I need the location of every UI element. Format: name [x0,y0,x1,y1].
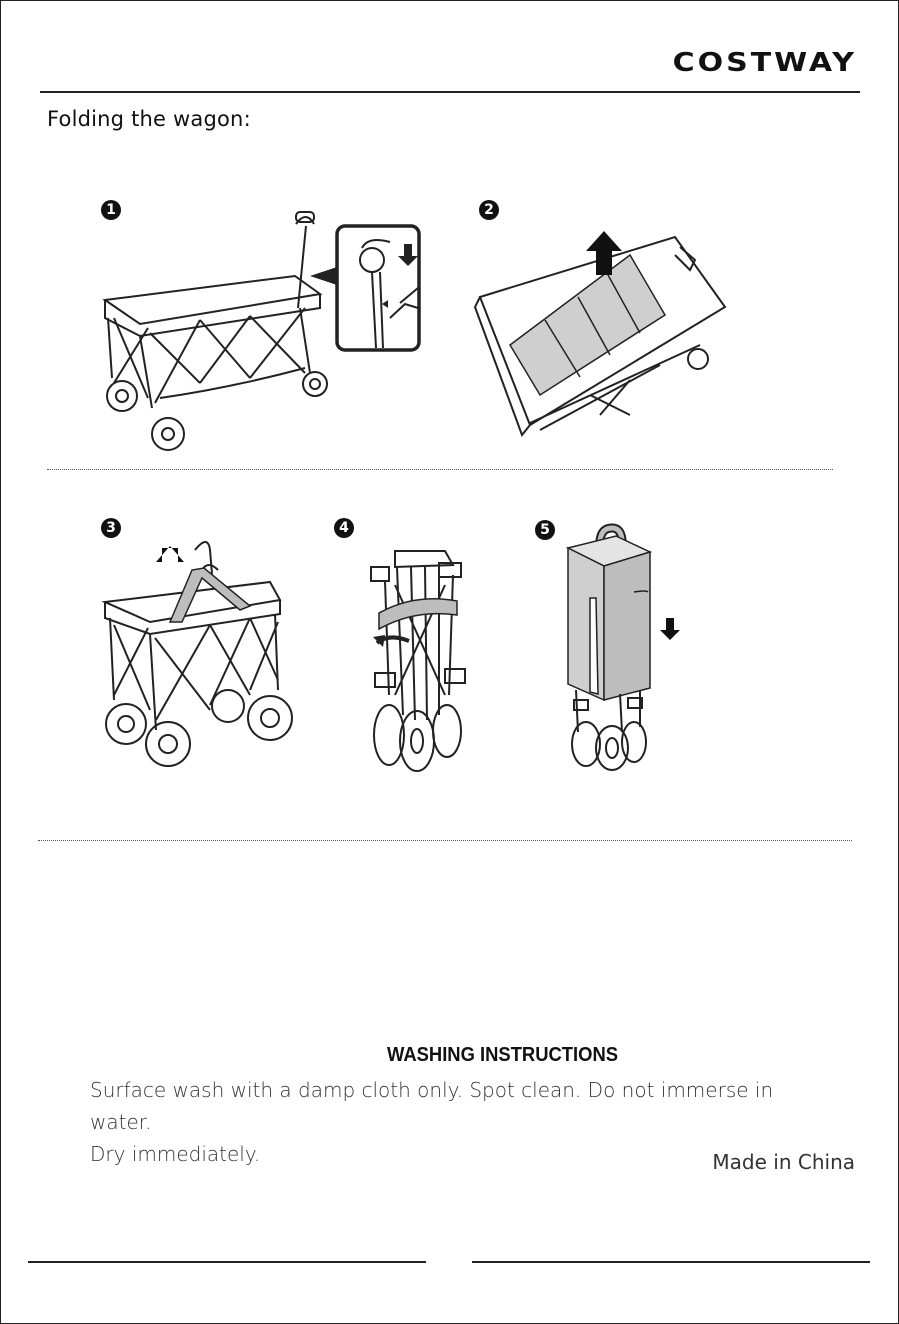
step-1-figure [100,208,430,458]
divider-1 [47,469,833,470]
brand-logo: COSTWAY [673,48,857,78]
header-rule [40,91,860,93]
step-2-figure [470,225,730,445]
step-number-4: 4 [334,518,354,538]
step-number-5: 5 [535,520,555,540]
step-number-2: 2 [479,200,499,220]
divider-2 [38,840,852,841]
section-title: Folding the wagon: [47,107,251,131]
made-in-label: Made in China [712,1150,855,1174]
step-4-figure [365,545,475,775]
footer-rule-right [472,1261,870,1263]
footer-rule-left [28,1261,426,1263]
step-5-figure [560,522,690,772]
step-3-figure [100,530,300,770]
washing-title: WASHING INSTRUCTIONS [387,1044,618,1067]
washing-line-1: Surface wash with a damp cloth only. Spo… [90,1074,830,1138]
